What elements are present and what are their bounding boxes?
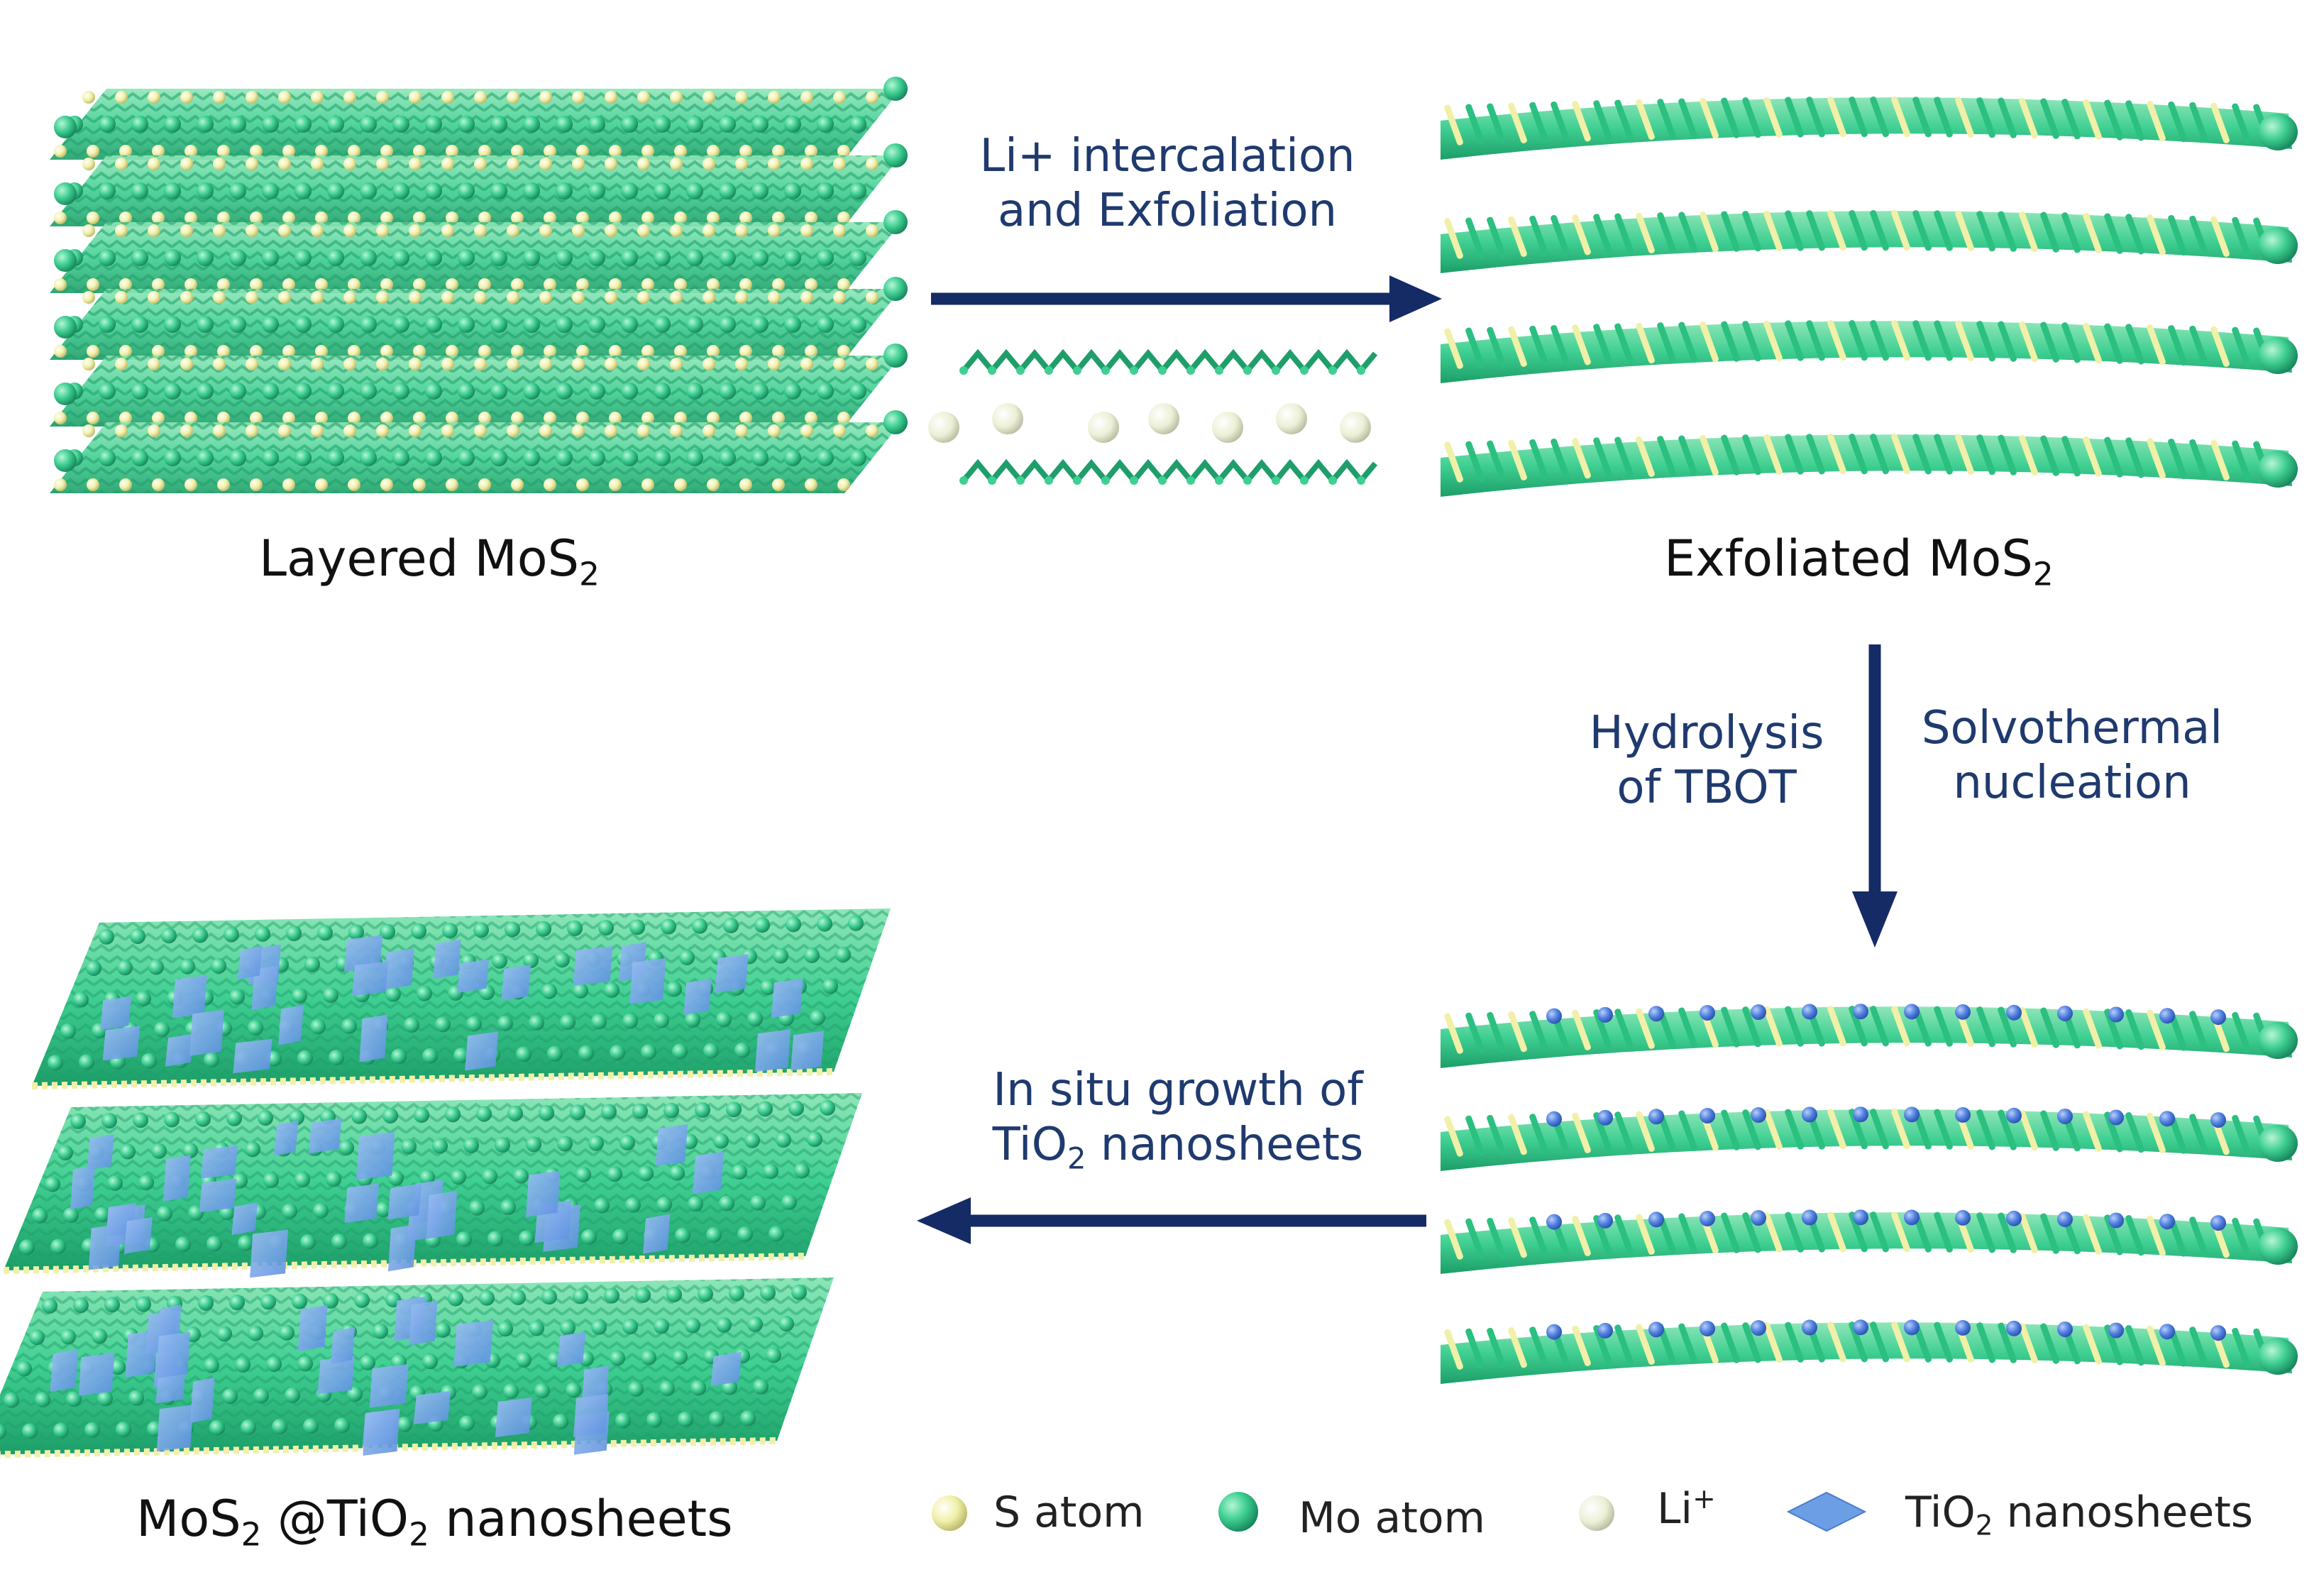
layered-mos2-illustration [50,77,908,493]
label-growth-step: In situ growth of TiO2 nanosheets [992,1064,1364,1176]
tio2-nanosheet-icon [1786,1491,1867,1532]
nucleated-sheets-illustration [1441,1004,2298,1384]
intercalation-inset-illustration [928,348,1378,485]
legend-label-mo-atom: Mo atom [1299,1493,1485,1543]
s-atom-icon [932,1495,967,1531]
label-layered-mos2: Layered MoS2 [259,529,600,593]
exfoliated-mos2-illustration [1441,96,2298,497]
arrow-left [917,1197,1426,1244]
label-exfoliated-mos2: Exfoliated MoS2 [1664,529,2054,593]
mo-atom-icon [1218,1492,1258,1532]
arrow-right [931,275,1442,322]
label-hydrolysis-step: Hydrolysis of TBOT [1589,707,1824,814]
arrow-down [1852,644,1898,947]
mos2-tio2-composite-illustration [0,908,891,1459]
legend-label-s-atom: S atom [993,1488,1145,1537]
label-solvothermal-step: Solvothermal nucleation [1921,702,2223,809]
legend-label-li-ion: Li+ [1657,1483,1716,1534]
legend-label-tio2-nanosheets: TiO2 nanosheets [1905,1488,2254,1542]
li-ion-icon [1579,1495,1614,1531]
label-intercalation-step: Li+ intercalation and Exfoliation [979,130,1355,237]
label-mos2-tio2-nanosheets: MoS2 @TiO2 nanosheets [136,1490,733,1554]
legend [932,1491,1867,1532]
